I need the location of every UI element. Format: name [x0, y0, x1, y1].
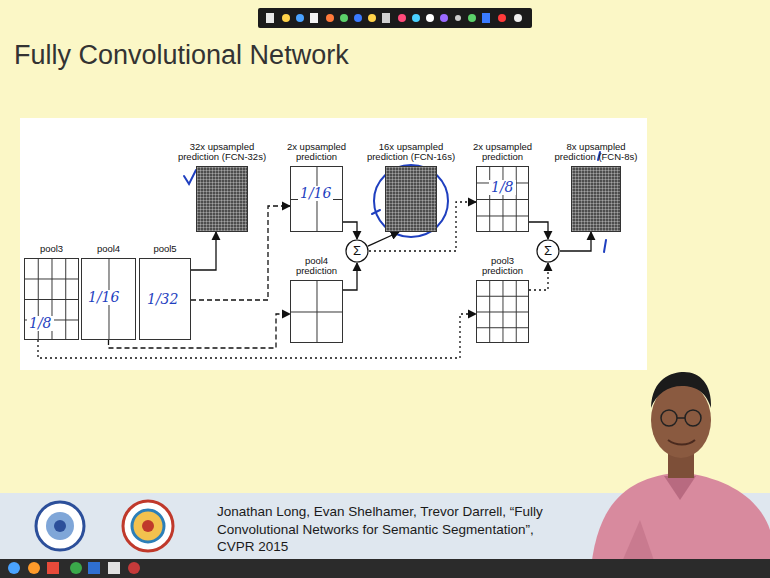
slide-title: Fully Convolutional Network: [14, 40, 349, 71]
flow-arrow: [343, 263, 357, 290]
prediction-map: 32x upsampled prediction (FCN-32s): [196, 166, 248, 232]
prediction-grid: pool3 prediction: [476, 280, 529, 343]
node-heading: pool3 prediction: [473, 256, 533, 277]
prediction-grid: pool4 prediction: [290, 280, 343, 343]
scale-note: 1/8: [27, 316, 54, 331]
sum-node: Σ: [536, 239, 560, 263]
flow-arrow: [368, 232, 399, 246]
node-heading: pool3: [27, 244, 77, 255]
flow-arrow: [529, 263, 548, 290]
sum-symbol: Σ: [345, 239, 369, 263]
flow-arrow: [560, 232, 591, 251]
flow-arrow: [529, 222, 548, 239]
prediction-map: 8x upsampled prediction (FCN-8s): [571, 166, 621, 232]
node-heading: 32x upsampled prediction (FCN-32s): [172, 142, 272, 163]
scale-note: 1/8: [489, 180, 516, 195]
node-heading: pool4 prediction: [287, 256, 347, 277]
node-heading: 2x upsampled prediction: [468, 142, 538, 163]
scale-note: 1/16: [298, 186, 333, 201]
citation: Jonathan Long, Evan Shelhamer, Trevor Da…: [217, 503, 572, 556]
node-heading: 8x upsampled prediction (FCN-8s): [548, 142, 644, 163]
node-heading: pool5: [140, 244, 190, 255]
prediction-map: 16x upsampled prediction (FCN-16s): [385, 166, 437, 232]
flow-arrow: [191, 232, 216, 270]
scale-note: 1/16: [86, 290, 121, 305]
node-heading: 2x upsampled prediction: [282, 142, 352, 163]
sum-symbol: Σ: [536, 239, 560, 263]
flow-arrow: [343, 222, 357, 239]
prediction-grid: 2x upsampled prediction: [476, 166, 529, 232]
node-heading: pool4: [84, 244, 134, 255]
node-heading: 16x upsampled prediction (FCN-16s): [361, 142, 461, 163]
sum-node: Σ: [345, 239, 369, 263]
scale-note: 1/32: [145, 292, 180, 307]
